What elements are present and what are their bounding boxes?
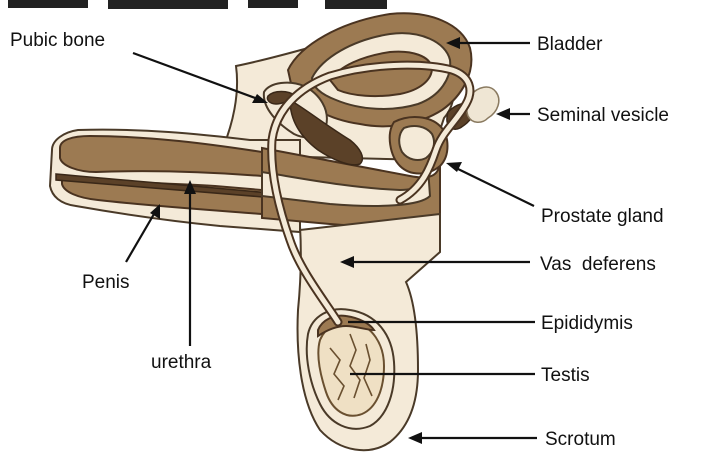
bladder-label: Bladder bbox=[537, 34, 603, 55]
prostate-gland-leader bbox=[446, 162, 534, 206]
scrotum-leader bbox=[408, 432, 537, 444]
urethra-label: urethra bbox=[151, 352, 212, 373]
bladder-leader bbox=[446, 37, 530, 49]
testis-label: Testis bbox=[541, 365, 590, 386]
epididymis-label: Epididymis bbox=[541, 313, 633, 334]
penis-label: Penis bbox=[82, 272, 130, 293]
seminal-vesicle-label: Seminal vesicle bbox=[537, 105, 669, 126]
scrotum-label: Scrotum bbox=[545, 429, 616, 450]
pubic-bone-label: Pubic bone bbox=[10, 30, 105, 51]
prostate-gland-label: Prostate gland bbox=[541, 206, 664, 227]
seminal-vesicle-leader bbox=[496, 108, 530, 120]
vas-deferens-label: Vas deferens bbox=[540, 254, 656, 275]
cropped-heading-fragment bbox=[8, 0, 387, 9]
